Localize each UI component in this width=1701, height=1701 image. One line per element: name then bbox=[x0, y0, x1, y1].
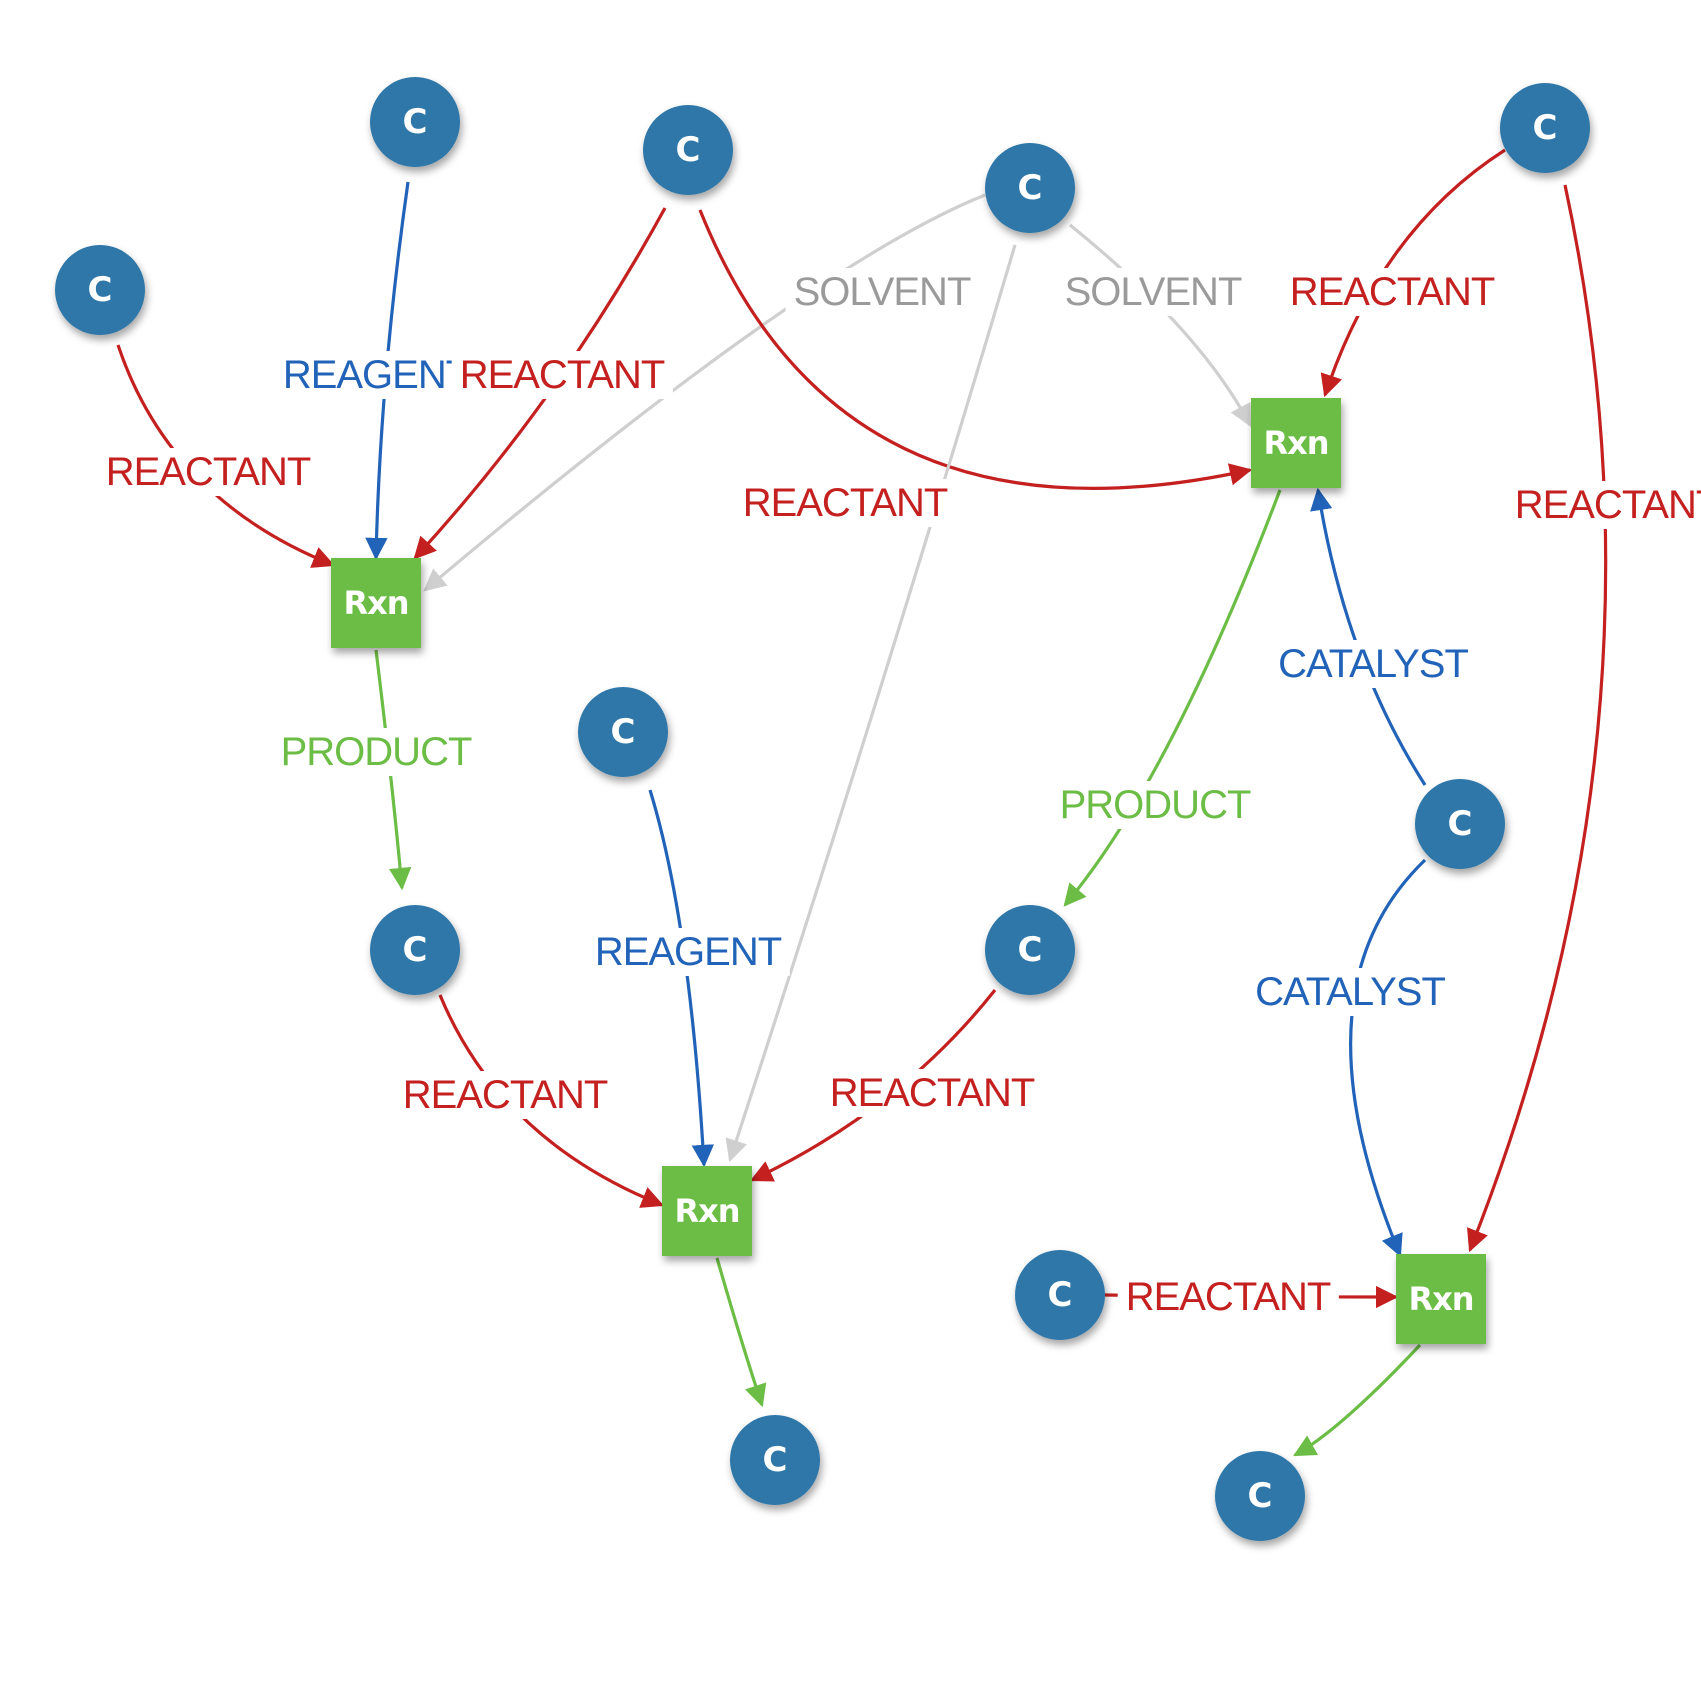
edge-reagent-c7-r3 bbox=[648, 789, 715, 1168]
compound-node-label: C bbox=[1448, 804, 1473, 844]
edge-label-product: PRODUCT bbox=[281, 730, 472, 774]
compound-node-circle bbox=[578, 687, 668, 777]
edge-label-reactant: REACTANT bbox=[1290, 270, 1495, 314]
compound-node-circle bbox=[730, 1415, 820, 1505]
reaction-node-label: Rxn bbox=[674, 1192, 739, 1230]
edge-label-background bbox=[272, 728, 480, 776]
compound-node: C bbox=[370, 905, 460, 995]
edge-label-reactant: REACTANT bbox=[1126, 1275, 1331, 1319]
reaction-node-box bbox=[662, 1166, 752, 1256]
edge-label-background bbox=[1051, 781, 1259, 829]
edge-label-background bbox=[1270, 640, 1477, 688]
edge-reactant-c3-r2 bbox=[698, 209, 1253, 490]
compound-node-circle bbox=[1415, 779, 1505, 869]
compound-node: C bbox=[730, 1415, 820, 1505]
reaction-node: Rxn bbox=[1396, 1254, 1486, 1344]
edge-label-background bbox=[785, 268, 979, 316]
edges-layer bbox=[116, 148, 1608, 1457]
edge-label-background bbox=[1117, 1273, 1339, 1321]
reaction-node-label: Rxn bbox=[1408, 1280, 1473, 1318]
compound-node-circle bbox=[55, 245, 145, 335]
compound-node: C bbox=[1015, 1250, 1105, 1340]
edge-label-background bbox=[451, 351, 673, 399]
compound-node-label: C bbox=[676, 130, 701, 170]
reaction-node: Rxn bbox=[662, 1166, 752, 1256]
compound-node: C bbox=[985, 905, 1075, 995]
compound-node: C bbox=[1415, 779, 1505, 869]
edge-label-background bbox=[274, 351, 478, 399]
compound-node: C bbox=[985, 143, 1075, 233]
compound-node: C bbox=[643, 105, 733, 195]
edge-label-background bbox=[1247, 968, 1454, 1016]
compound-node-circle bbox=[985, 905, 1075, 995]
edge-label-reactant: REACTANT bbox=[830, 1071, 1035, 1115]
edge-labels-layer: REACTANTREAGENTREACTANTSOLVENTREACTANTSO… bbox=[97, 268, 1701, 1321]
compound-node: C bbox=[1215, 1451, 1305, 1541]
edge-label-reactant: REACTANT bbox=[403, 1073, 608, 1117]
compound-node: C bbox=[370, 77, 460, 167]
compound-node-label: C bbox=[403, 930, 428, 970]
reaction-node: Rxn bbox=[331, 558, 421, 648]
edge-label-catalyst: CATALYST bbox=[1255, 970, 1445, 1014]
edge-solvent-c4-r3 bbox=[725, 244, 1017, 1163]
edge-label-catalyst: CATALYST bbox=[1278, 642, 1468, 686]
edge-solvent-c4-r1 bbox=[423, 193, 986, 592]
compound-node-circle bbox=[1215, 1451, 1305, 1541]
compound-node-circle bbox=[370, 77, 460, 167]
edge-label-reactant: REACTANT bbox=[106, 450, 311, 494]
compound-node-circle bbox=[1015, 1250, 1105, 1340]
reaction-node-label: Rxn bbox=[343, 584, 408, 622]
edge-label-background bbox=[586, 928, 790, 976]
edge-reactant-c5-r4 bbox=[1467, 184, 1608, 1253]
edge-reactant-c5-r2 bbox=[1320, 148, 1506, 398]
compound-node-label: C bbox=[763, 1440, 788, 1480]
edge-label-reactant: REACTANT bbox=[460, 353, 665, 397]
edge-product-r2-c8 bbox=[1063, 489, 1282, 907]
edge-label-product: PRODUCT bbox=[1060, 783, 1251, 827]
compound-node-label: C bbox=[88, 270, 113, 310]
reaction-node-box bbox=[1396, 1254, 1486, 1344]
edge-product-r3-c11 bbox=[715, 1257, 767, 1408]
edge-label-background bbox=[1056, 268, 1250, 316]
edge-label-solvent: SOLVENT bbox=[794, 270, 971, 314]
compound-node-label: C bbox=[403, 102, 428, 142]
edge-product-r4-c12 bbox=[1293, 1343, 1422, 1457]
reaction-node-box bbox=[331, 558, 421, 648]
edge-solvent-c4-r2 bbox=[1068, 223, 1252, 427]
edge-catalyst-c9-r2 bbox=[1310, 487, 1427, 786]
compound-node: C bbox=[55, 245, 145, 335]
reaction-node-box bbox=[1251, 398, 1341, 488]
compound-node-label: C bbox=[1048, 1275, 1073, 1315]
compound-node-circle bbox=[370, 905, 460, 995]
edge-label-solvent: SOLVENT bbox=[1065, 270, 1242, 314]
edge-catalyst-c9-r4 bbox=[1349, 858, 1427, 1258]
edge-reactant-c6-r3 bbox=[438, 994, 665, 1208]
reaction-node-label: Rxn bbox=[1263, 424, 1328, 462]
compound-node-label: C bbox=[611, 712, 636, 752]
compound-node-label: C bbox=[1248, 1476, 1273, 1516]
edge-label-background bbox=[394, 1071, 616, 1119]
edge-label-reagent: REAGENT bbox=[283, 353, 470, 397]
compound-node-circle bbox=[643, 105, 733, 195]
edge-label-reagent: REAGENT bbox=[595, 930, 782, 974]
compound-node-label: C bbox=[1533, 108, 1558, 148]
compound-node-circle bbox=[985, 143, 1075, 233]
edge-label-background bbox=[734, 479, 956, 527]
edge-label-background bbox=[1506, 481, 1701, 529]
edge-label-background bbox=[97, 448, 319, 496]
edge-label-background bbox=[821, 1069, 1043, 1117]
compound-node-label: C bbox=[1018, 930, 1043, 970]
edge-label-reactant: REACTANT bbox=[1515, 483, 1701, 527]
compound-node-circle bbox=[1500, 83, 1590, 173]
compound-node-label: C bbox=[1018, 168, 1043, 208]
reaction-node: Rxn bbox=[1251, 398, 1341, 488]
compound-node: C bbox=[578, 687, 668, 777]
edge-label-background bbox=[1281, 268, 1503, 316]
edge-label-reactant: REACTANT bbox=[743, 481, 948, 525]
compound-node: C bbox=[1500, 83, 1590, 173]
